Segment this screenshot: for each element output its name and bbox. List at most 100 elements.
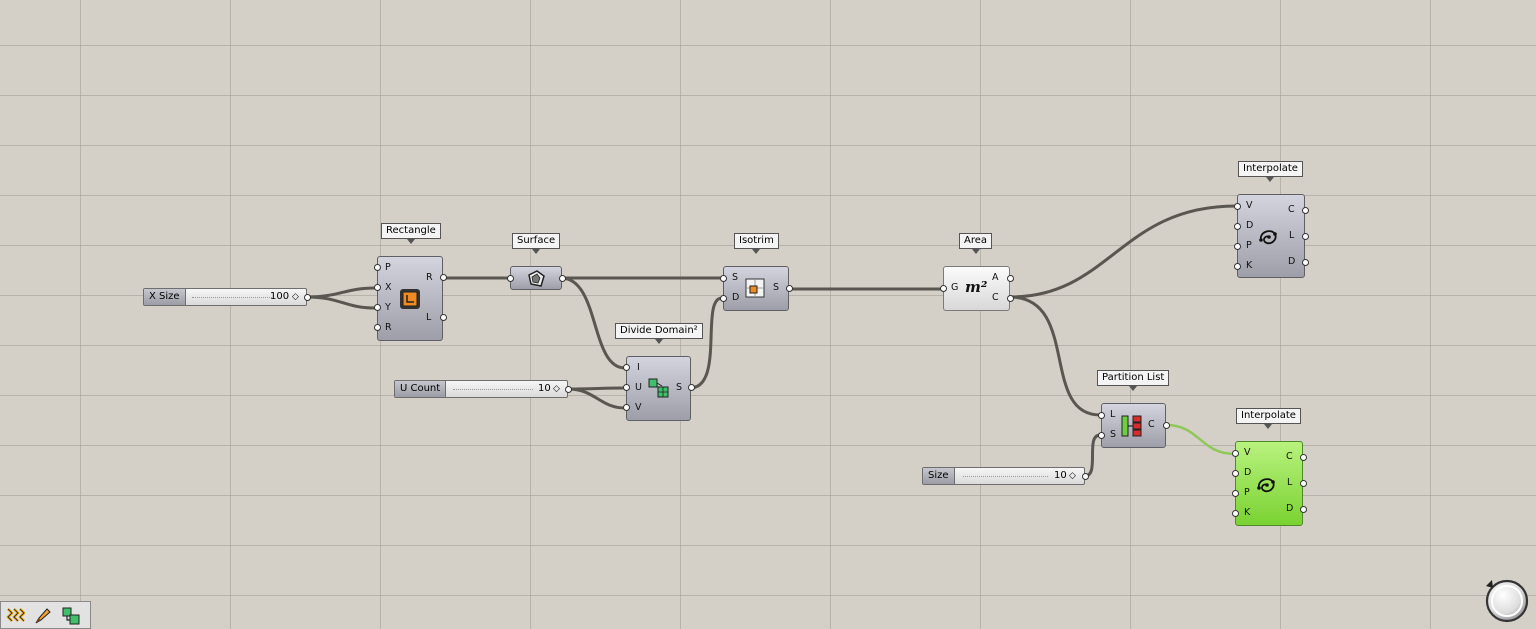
partition-list-component[interactable]: L S C	[1098, 403, 1170, 448]
canvas-toolbar	[0, 601, 91, 629]
surface-nub-in[interactable]	[507, 275, 514, 282]
rectangle-output-r: R	[426, 272, 433, 283]
surface-component[interactable]	[507, 266, 566, 290]
interpolate-top-nub-out-l[interactable]	[1302, 233, 1309, 240]
u-count-slider-name: U Count	[395, 381, 447, 397]
area-label: Area	[959, 233, 993, 254]
u-count-slider-nub-out[interactable]	[565, 386, 572, 393]
interpolate-top-input-d: D	[1246, 220, 1254, 231]
rectangle-nub-in-x[interactable]	[374, 284, 381, 291]
rectangle-nub-in-y[interactable]	[374, 304, 381, 311]
size-slider-grip-icon[interactable]: ◇	[1069, 471, 1076, 481]
rectangle-input-r: R	[385, 322, 392, 333]
u-count-slider-value: 10	[538, 383, 551, 394]
wire-divide-isotrim	[688, 296, 724, 390]
isotrim-label: Isotrim	[734, 233, 779, 254]
area-component[interactable]: G A C m²	[940, 266, 1014, 311]
interpolate-bottom-component[interactable]: V D P K C L D	[1232, 441, 1307, 526]
area-m2-icon: m²	[965, 278, 988, 296]
rectangle-label: Rectangle	[381, 223, 441, 244]
u-count-slider-track[interactable]	[453, 389, 533, 390]
x-size-slider[interactable]: X Size 100 ◇	[143, 288, 311, 306]
interpolate-top-nub-in-k[interactable]	[1234, 263, 1241, 270]
interpolate-top-nub-in-d[interactable]	[1234, 223, 1241, 230]
isotrim-nub-in-d[interactable]	[720, 295, 727, 302]
interpolate-bottom-input-k: K	[1244, 507, 1251, 518]
surface-nub-out[interactable]	[559, 275, 566, 282]
wire-size-partition	[1083, 433, 1102, 478]
interpolate-bottom-nub-in-k[interactable]	[1232, 510, 1239, 517]
x-size-slider-track[interactable]	[192, 297, 272, 298]
x-size-slider-nub-out[interactable]	[304, 294, 311, 301]
size-slider-name: Size	[923, 468, 955, 484]
rectangle-nub-out-l[interactable]	[440, 314, 447, 321]
rectangle-input-x: X	[385, 282, 392, 293]
area-output-a: A	[992, 272, 999, 283]
interpolate-top-component[interactable]: V D P K C L D	[1234, 194, 1309, 278]
size-slider-track[interactable]	[963, 476, 1048, 477]
rectangle-nub-in-r[interactable]	[374, 324, 381, 331]
x-size-slider-grip-icon[interactable]: ◇	[292, 292, 299, 302]
interpolate-bottom-nub-in-p[interactable]	[1232, 490, 1239, 497]
partition-list-input-l: L	[1110, 409, 1116, 420]
divide-domain-icon	[648, 378, 669, 398]
rectangle-nub-out-r[interactable]	[440, 274, 447, 281]
size-slider-nub-out[interactable]	[1082, 473, 1089, 480]
interpolate-bottom-nub-in-d[interactable]	[1232, 470, 1239, 477]
surface-icon	[528, 270, 545, 287]
interpolate-bottom-nub-out-d[interactable]	[1300, 506, 1307, 513]
u-count-slider-grip-icon[interactable]: ◇	[553, 384, 560, 394]
params-icon[interactable]	[4, 605, 26, 627]
interpolate-top-nub-out-c[interactable]	[1302, 207, 1309, 214]
rectangle-component[interactable]: P X Y R R L	[374, 256, 447, 341]
divide-domain-nub-in-i[interactable]	[623, 364, 630, 371]
partition-list-nub-out-c[interactable]	[1163, 422, 1170, 429]
size-slider[interactable]: Size 10 ◇	[922, 467, 1089, 485]
divide-domain-nub-in-u[interactable]	[623, 384, 630, 391]
isotrim-component[interactable]: S D S	[720, 266, 793, 311]
partition-list-output-c: C	[1148, 419, 1155, 430]
interpolate-curve-icon	[1257, 478, 1275, 493]
area-nub-in-g[interactable]	[940, 285, 947, 292]
size-slider-value: 10	[1054, 470, 1067, 481]
interpolate-top-label: Interpolate	[1238, 161, 1303, 182]
interpolate-bottom-nub-out-c[interactable]	[1300, 454, 1307, 461]
interpolate-bottom-input-v: V	[1244, 447, 1251, 458]
isotrim-nub-out-s[interactable]	[786, 285, 793, 292]
rectangle-nub-in-p[interactable]	[374, 264, 381, 271]
x-size-slider-value: 100	[270, 291, 290, 302]
divide-domain-component[interactable]: I U V S	[623, 356, 695, 421]
partition-list-nub-in-s[interactable]	[1098, 432, 1105, 439]
interpolate-bottom-input-d: D	[1244, 467, 1252, 478]
rectangle-icon	[400, 289, 420, 309]
wire-partition-interp-bottom	[1165, 423, 1236, 456]
interpolate-top-nub-in-v[interactable]	[1234, 203, 1241, 210]
interpolate-bottom-output-c: C	[1286, 451, 1293, 462]
u-count-slider[interactable]: U Count 10 ◇	[394, 380, 572, 398]
interpolate-bottom-input-p: P	[1244, 487, 1250, 498]
area-nub-out-a[interactable]	[1007, 275, 1014, 282]
divide-domain-nub-out-s[interactable]	[688, 384, 695, 391]
brush-icon[interactable]	[32, 605, 54, 627]
cluster-icon[interactable]	[60, 605, 82, 627]
interpolate-top-output-c: C	[1288, 204, 1295, 215]
area-nub-out-c[interactable]	[1007, 295, 1014, 302]
isotrim-input-s: S	[732, 272, 739, 283]
divide-domain-nub-in-v[interactable]	[623, 404, 630, 411]
interpolate-bottom-nub-in-v[interactable]	[1232, 450, 1239, 457]
navigation-compass-icon[interactable]	[1480, 576, 1530, 626]
divide-domain-output-s: S	[676, 382, 683, 393]
divide-domain-label: Divide Domain²	[615, 323, 703, 344]
wire-surface-divide	[559, 276, 627, 370]
isotrim-nub-in-s[interactable]	[720, 275, 727, 282]
partition-list-nub-in-l[interactable]	[1098, 412, 1105, 419]
partition-list-input-s: S	[1110, 429, 1117, 440]
x-size-slider-name: X Size	[144, 289, 186, 305]
interpolate-top-nub-out-d[interactable]	[1302, 259, 1309, 266]
interpolate-bottom-nub-out-l[interactable]	[1300, 480, 1307, 487]
interpolate-top-nub-in-p[interactable]	[1234, 243, 1241, 250]
wire-ucount-v	[566, 387, 627, 410]
isotrim-output-s: S	[773, 282, 780, 293]
